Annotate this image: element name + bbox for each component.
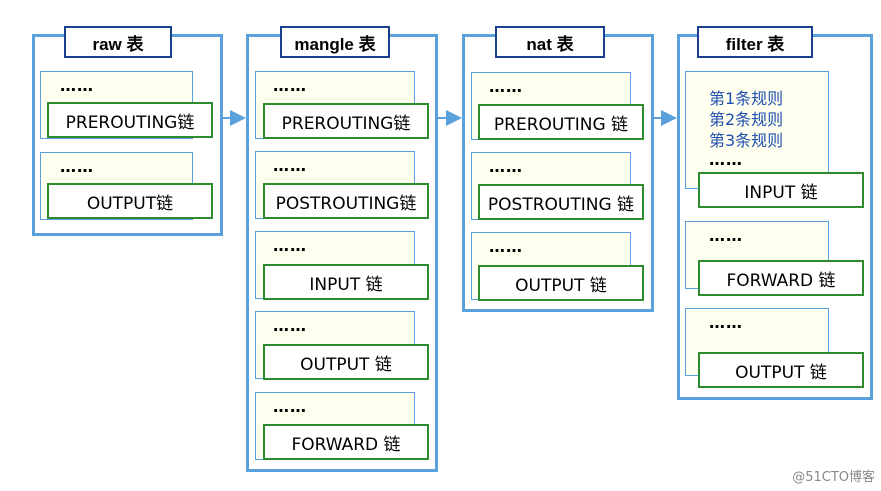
nat-rule-dots-3: ……: [489, 237, 523, 256]
nat-rule-dots-2: ……: [489, 157, 523, 176]
mangle-chain-output: OUTPUT 链: [263, 344, 429, 380]
filter-rule-dots-2: ……: [709, 226, 743, 245]
filter-rule-2: 第2条规则: [709, 110, 784, 129]
raw-chain-prerouting: PREROUTING链: [47, 102, 213, 138]
nat-chain-postrouting: POSTROUTING 链: [478, 184, 644, 220]
raw-rule-dots-2: ……: [60, 157, 94, 176]
mangle-rule-dots-3: ……: [273, 236, 307, 255]
filter-rule-1: 第1条规则: [709, 89, 784, 108]
mangle-chain-prerouting: PREROUTING链: [263, 103, 429, 139]
filter-rule-3: 第3条规则: [709, 131, 784, 150]
filter-table-title: filter 表: [697, 26, 813, 58]
filter-rule-box-1: [685, 71, 829, 189]
nat-table-title: nat 表: [495, 26, 605, 58]
filter-rule-dots-3: ……: [709, 313, 743, 332]
mangle-chain-input: INPUT 链: [263, 264, 429, 300]
mangle-table-title: mangle 表: [280, 26, 390, 58]
watermark: @51CTO博客: [792, 470, 875, 485]
raw-table-title: raw 表: [64, 26, 172, 58]
mangle-chain-postrouting: POSTROUTING链: [263, 183, 429, 219]
filter-chain-output: OUTPUT 链: [698, 352, 864, 388]
nat-chain-output: OUTPUT 链: [478, 265, 644, 301]
raw-rule-dots-1: ……: [60, 76, 94, 95]
filter-chain-forward: FORWARD 链: [698, 260, 864, 296]
filter-rule-dots-1: ……: [709, 150, 743, 169]
mangle-rule-dots-4: ……: [273, 316, 307, 335]
mangle-rule-dots-5: ……: [273, 397, 307, 416]
raw-chain-output: OUTPUT链: [47, 183, 213, 219]
filter-chain-input: INPUT 链: [698, 172, 864, 208]
mangle-rule-dots-2: ……: [273, 156, 307, 175]
mangle-rule-dots-1: ……: [273, 76, 307, 95]
mangle-chain-forward: FORWARD 链: [263, 424, 429, 460]
nat-chain-prerouting: PREROUTING 链: [478, 104, 644, 140]
nat-rule-dots-1: ……: [489, 77, 523, 96]
